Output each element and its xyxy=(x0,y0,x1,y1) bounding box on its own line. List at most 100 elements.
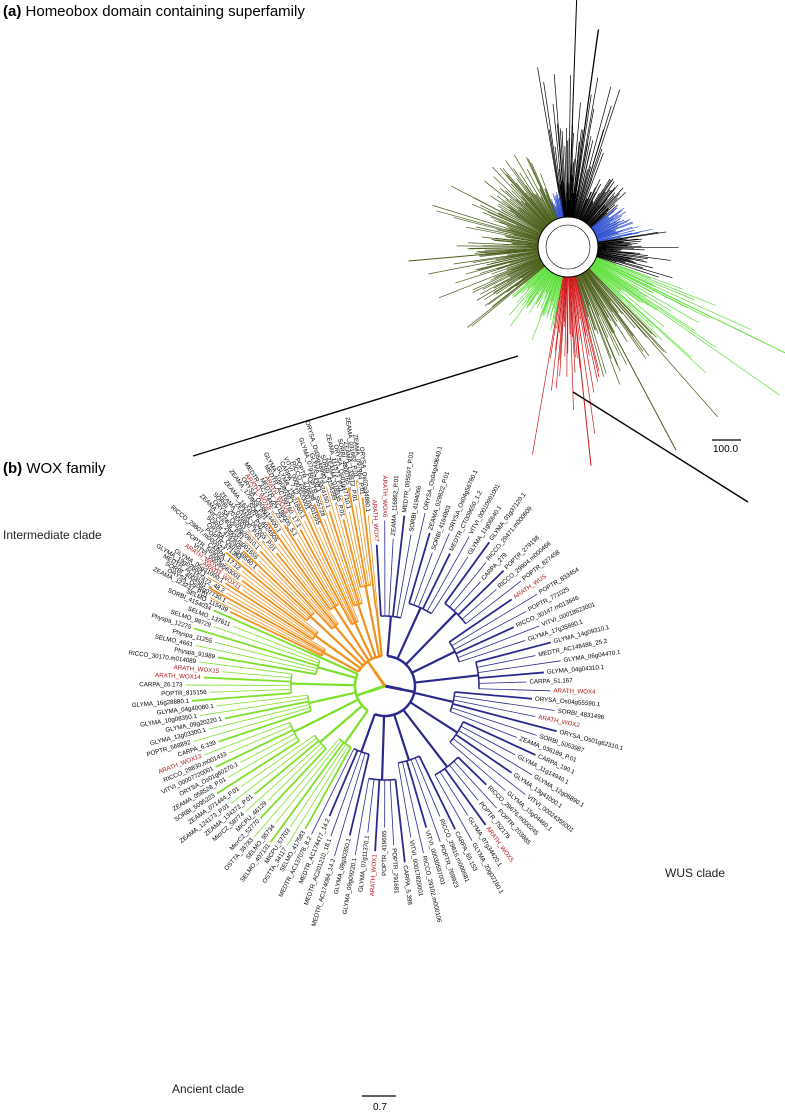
ancient-inner-arc xyxy=(353,673,369,712)
superfamily-branch xyxy=(540,196,554,221)
superfamily-branch xyxy=(505,228,540,240)
ancient-leaf-label: ARATH_WOX14 xyxy=(155,672,201,681)
superfamily-branch xyxy=(550,276,563,330)
superfamily-branch xyxy=(594,223,618,235)
wus-leaf-branch xyxy=(453,581,481,612)
wus-leaf-branch xyxy=(444,541,490,604)
ancient-leaf-branch xyxy=(222,671,292,679)
superfamily-branch xyxy=(594,221,617,234)
wus-group-branch xyxy=(396,607,422,660)
superfamily-branch xyxy=(555,198,562,218)
intermediate-group-branch xyxy=(314,634,362,670)
superfamily-branch xyxy=(509,198,546,229)
wus-leaf-branch xyxy=(374,779,381,852)
superfamily-branch xyxy=(597,232,640,242)
intermediate-leaf-branch xyxy=(280,534,333,609)
superfamily-branch xyxy=(526,268,548,292)
superfamily-branch xyxy=(597,248,622,251)
superfamily-branch xyxy=(596,230,623,239)
superfamily-branch xyxy=(520,200,547,227)
superfamily-branch xyxy=(516,178,551,224)
superfamily-branch xyxy=(585,271,644,352)
superfamily-branch xyxy=(559,183,565,218)
superfamily-branch xyxy=(483,262,543,301)
superfamily-branch xyxy=(596,230,615,238)
panel-b-title-text: WOX family xyxy=(26,460,106,477)
superfamily-branch xyxy=(597,253,654,269)
superfamily-branch xyxy=(575,275,590,330)
wus-leaf-branch xyxy=(458,730,532,776)
ancient-leaf-branch xyxy=(259,747,327,819)
superfamily-branch xyxy=(566,276,569,377)
ancient-stem xyxy=(356,690,369,697)
superfamily-branch xyxy=(539,273,555,301)
superfamily-branch xyxy=(570,276,578,359)
superfamily-branch xyxy=(509,254,540,264)
superfamily-branch xyxy=(472,251,539,263)
superfamily-branch xyxy=(576,105,612,219)
superfamily-branch xyxy=(575,86,612,219)
intermediate-leaf-branch xyxy=(208,586,325,653)
superfamily-branch xyxy=(584,178,614,223)
ancient-leaf-branch xyxy=(253,738,340,837)
superfamily-branch xyxy=(572,193,577,218)
ancient-leaf-label: POPTR_815156 xyxy=(161,689,207,698)
ancient-leaf-label: GLYMA_16g28880.1 xyxy=(132,698,190,709)
superfamily-branch xyxy=(597,242,630,246)
intermediate-group-branch xyxy=(364,585,381,657)
superfamily-branch xyxy=(586,269,636,329)
superfamily-branch xyxy=(584,271,613,313)
superfamily-branch xyxy=(574,276,600,372)
superfamily-branch xyxy=(569,276,576,373)
ancient-leaf-branch xyxy=(224,700,309,720)
superfamily-branch xyxy=(469,247,539,249)
superfamily-branch xyxy=(581,192,596,221)
superfamily-tree xyxy=(408,0,785,466)
intermediate-leaf-branch xyxy=(299,529,353,625)
superfamily-branch xyxy=(540,272,553,290)
wus-leaf-branch xyxy=(439,771,469,816)
superfamily-branch xyxy=(512,234,539,241)
wus-leaf-label: CARPA_5.398 xyxy=(402,865,413,906)
superfamily-branch xyxy=(588,193,620,226)
intermediate-leaf-branch xyxy=(257,569,310,618)
wus-group-branch xyxy=(411,650,456,674)
superfamily-branch xyxy=(476,248,539,253)
ancient-group-branch xyxy=(319,704,364,744)
wus-root-branch xyxy=(384,684,403,692)
ancient-clade-label: Ancient clade xyxy=(172,1082,245,1096)
superfamily-branch xyxy=(550,276,564,359)
intermediate-leaf-branch xyxy=(319,494,358,605)
superfamily-branch xyxy=(597,247,635,249)
superfamily-branch xyxy=(556,276,565,329)
superfamily-branch xyxy=(482,260,542,290)
superfamily-branch xyxy=(592,217,610,230)
superfamily-branch xyxy=(590,265,665,328)
superfamily-branch xyxy=(578,274,621,385)
superfamily-long-branch xyxy=(408,249,539,262)
ancient-group-branch xyxy=(343,709,369,744)
wus-leaf-label: GLYMA_04g04310.1 xyxy=(547,664,605,676)
superfamily-branch xyxy=(589,266,707,373)
superfamily-branch xyxy=(514,267,547,298)
wus-leaf-branch xyxy=(450,711,517,738)
superfamily-branch xyxy=(586,270,623,315)
intermediate-clade-label: Intermediate clade xyxy=(3,528,102,542)
superfamily-branch xyxy=(542,275,559,317)
superfamily-branch xyxy=(593,215,623,233)
superfamily-branch xyxy=(597,228,653,242)
intermediate-leaf-branch xyxy=(347,487,368,586)
superfamily-branch xyxy=(597,235,612,241)
wus-leaf-branch xyxy=(454,691,533,700)
superfamily-branch xyxy=(596,256,623,266)
superfamily-branch xyxy=(562,202,566,218)
superfamily-branch xyxy=(488,264,544,305)
superfamily-branch xyxy=(579,274,609,338)
superfamily-branch xyxy=(521,270,550,306)
superfamily-branch xyxy=(578,274,612,359)
wus-leaf-branch xyxy=(444,768,487,826)
superfamily-branch xyxy=(505,160,551,223)
superfamily-branch xyxy=(578,198,587,220)
superfamily-branch xyxy=(591,265,640,303)
superfamily-branch xyxy=(591,265,625,292)
